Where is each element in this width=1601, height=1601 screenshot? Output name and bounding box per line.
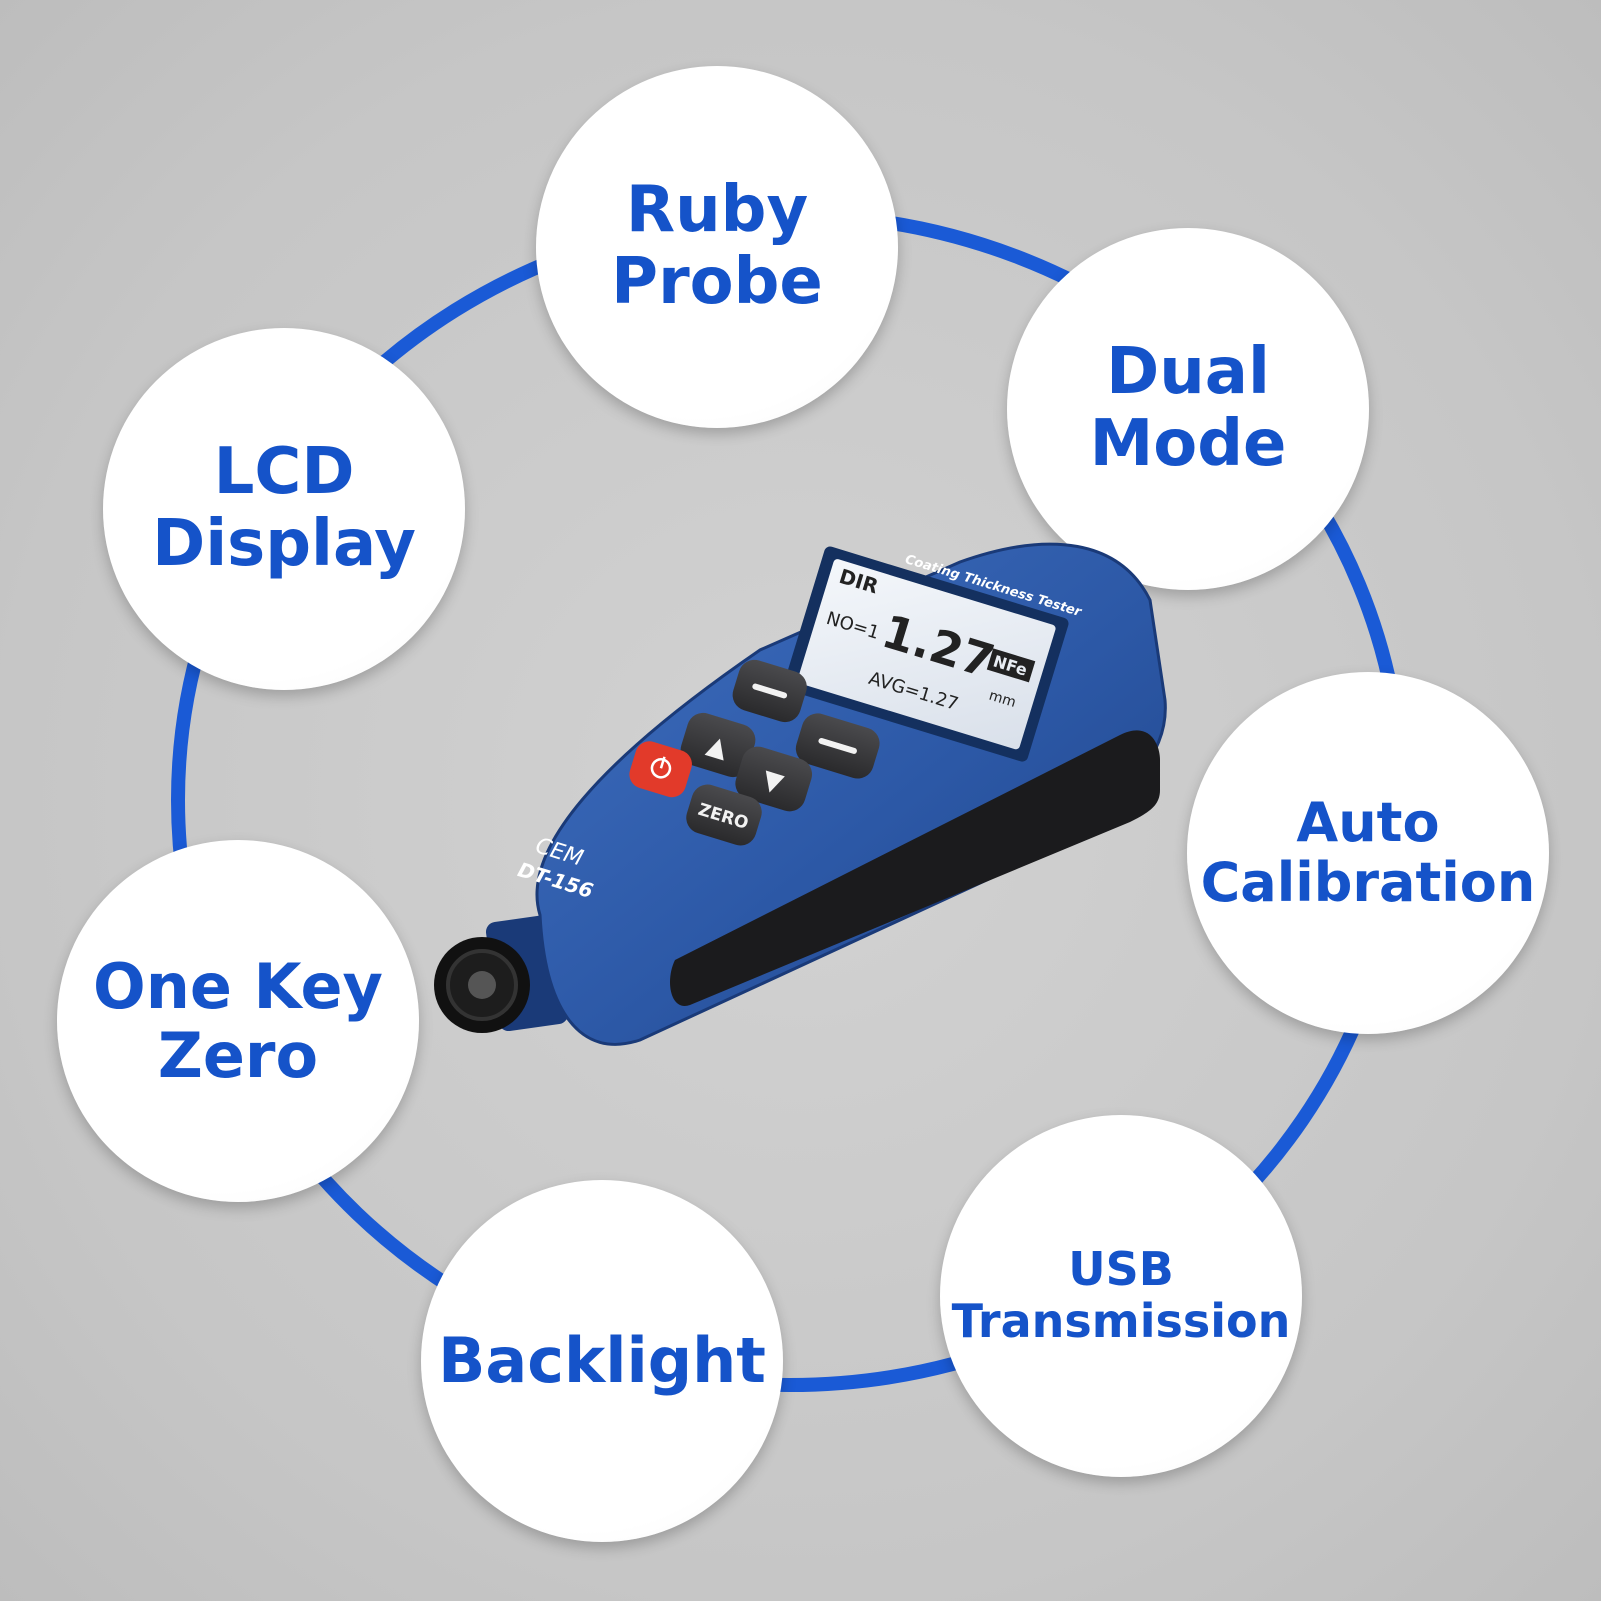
feature-bubble-dual-mode: Dual Mode	[1007, 228, 1369, 590]
feature-label: Display	[152, 507, 416, 581]
feature-label: Zero	[157, 1019, 319, 1092]
side-grip	[670, 730, 1160, 1006]
feature-bubble-one-key-zero: One Key Zero	[57, 840, 419, 1202]
feature-label: Calibration	[1200, 851, 1536, 914]
feature-label: Transmission	[951, 1294, 1291, 1348]
keypad: ▲ ▼ ZERO	[626, 659, 880, 850]
feature-label: Backlight	[438, 1324, 766, 1398]
feature-bubble-lcd-display: LCD Display	[103, 328, 465, 690]
feature-bubble-usb-transmission: USB Transmission	[940, 1115, 1302, 1477]
feature-label: USB	[1068, 1242, 1174, 1297]
feature-label: LCD	[213, 435, 355, 510]
up-key[interactable]	[677, 709, 760, 781]
feature-label: Ruby	[625, 173, 809, 248]
feature-label: Probe	[611, 245, 823, 319]
lcd-unit: mm	[987, 688, 1018, 711]
feature-label: Auto	[1296, 790, 1440, 854]
feature-bubble-auto-calibration: Auto Calibration	[1187, 672, 1549, 1034]
feature-bubble-ruby-probe: Ruby Probe	[536, 66, 898, 428]
zero-key[interactable]	[682, 781, 765, 850]
feature-label: Dual	[1106, 335, 1270, 410]
feature-label: One Key	[93, 949, 383, 1023]
feature-bubble-backlight: Backlight	[421, 1180, 783, 1542]
feature-label: Mode	[1089, 407, 1287, 481]
lcd-screen	[797, 559, 1056, 750]
probe	[434, 914, 569, 1033]
down-key[interactable]	[731, 743, 816, 816]
power-button[interactable]	[626, 738, 695, 801]
